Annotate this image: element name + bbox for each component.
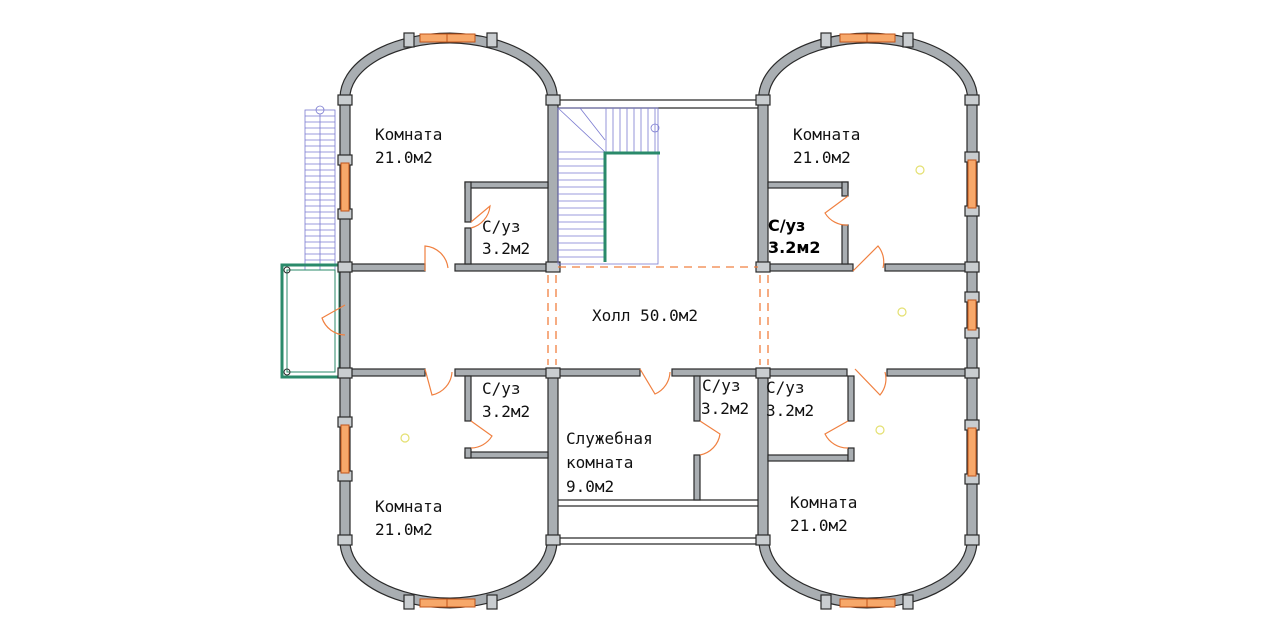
service-room-area: 9.0м2 [566, 477, 614, 496]
windows [340, 33, 977, 608]
wall-post [403, 32, 415, 48]
bath-top-right-area: 3.2м2 [768, 238, 821, 257]
wall-post [755, 367, 771, 379]
tower-top-left [339, 32, 558, 104]
wall-post [545, 367, 561, 379]
interior-stair [557, 107, 660, 265]
bath-bottom-right-area: 3.2м2 [766, 401, 814, 420]
stair-winder [557, 107, 606, 153]
room-labels: Комната 21.0м2 Комната 21.0м2 Комната 21… [375, 125, 860, 539]
bath-bottom-left-name: С/уз [482, 379, 521, 398]
wall-post [403, 594, 415, 610]
hall-boundary [547, 266, 769, 365]
wall-post [486, 594, 498, 610]
wall-post [964, 367, 980, 379]
lamps [400, 165, 925, 443]
room-top-left-area: 21.0м2 [375, 148, 433, 167]
room-top-right-name: Комната [793, 125, 860, 144]
room-top-left-name: Комната [375, 125, 442, 144]
bath-bottom-left-area: 3.2м2 [482, 402, 530, 421]
room-bottom-left-name: Комната [375, 497, 442, 516]
wall-post [964, 534, 980, 546]
wall-post [755, 261, 771, 273]
wall-post [337, 367, 353, 379]
wall-post [820, 594, 832, 610]
balcony [280, 263, 342, 379]
bath-top-right-name: С/уз [768, 216, 805, 235]
wall-post [964, 261, 980, 273]
wall-post [337, 94, 353, 106]
stair-winder [579, 107, 606, 141]
wall-post [820, 32, 832, 48]
wall-post [902, 594, 914, 610]
wall-post [545, 534, 561, 546]
exterior-stair [304, 105, 336, 271]
bath-top-left-name: С/уз [482, 217, 521, 236]
wall-post [486, 32, 498, 48]
room-bottom-left-area: 21.0м2 [375, 520, 433, 539]
wall-post [755, 534, 771, 546]
bath-top-left-area: 3.2м2 [482, 239, 530, 258]
tower-bottom-right [758, 539, 978, 609]
room-bottom-right-name: Комната [790, 493, 857, 512]
bath-bottom-mid-name: С/уз [702, 376, 741, 395]
wall-post [902, 32, 914, 48]
wall-post [337, 534, 353, 546]
bath-bottom-mid-area: 3.2м2 [701, 399, 749, 418]
doors [321, 195, 887, 456]
room-top-right-area: 21.0м2 [793, 148, 851, 167]
bath-bottom-right-name: С/уз [766, 378, 805, 397]
wall-post [545, 94, 561, 106]
tower-top-right [758, 32, 978, 104]
service-room-line1: Служебная [566, 429, 653, 448]
wall-post [337, 261, 353, 273]
tower-bottom-left [339, 539, 558, 609]
hall-label: Холл 50.0м2 [592, 306, 698, 325]
service-room-line2: комната [566, 453, 633, 472]
room-bottom-right-area: 21.0м2 [790, 516, 848, 535]
wall-post [755, 94, 771, 106]
wall-post [964, 94, 980, 106]
